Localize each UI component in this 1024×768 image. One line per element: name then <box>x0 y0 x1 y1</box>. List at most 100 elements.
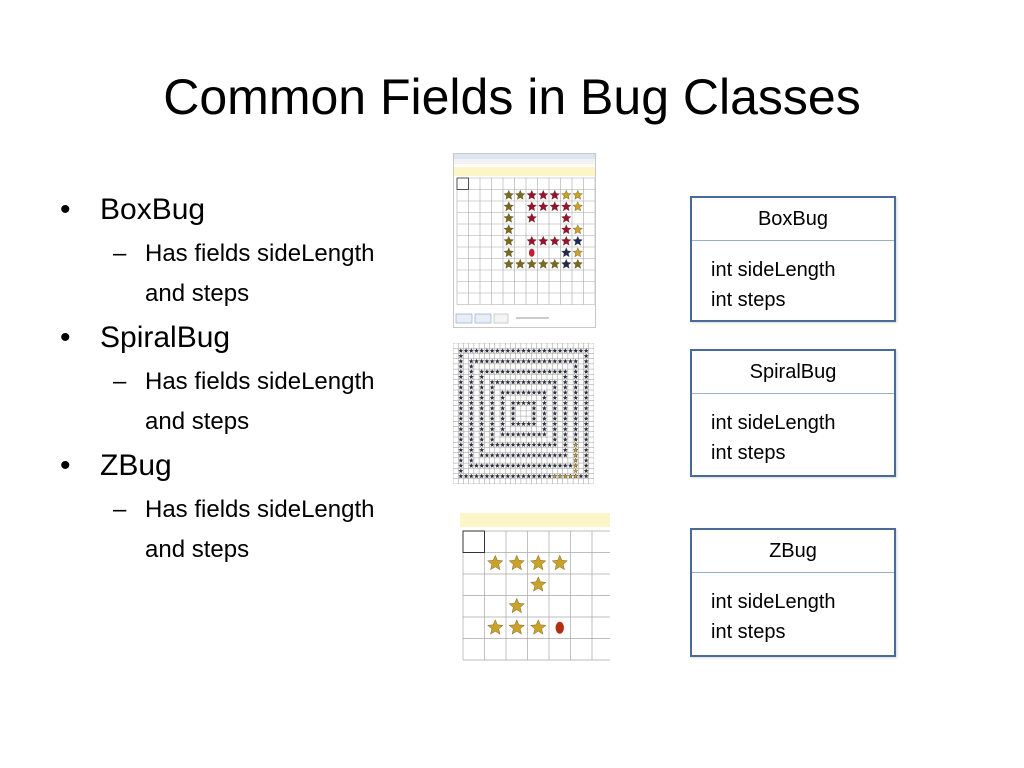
star-icon <box>541 395 547 400</box>
star-icon <box>489 389 495 395</box>
star-icon <box>458 389 464 395</box>
star-icon <box>468 379 474 385</box>
star-icon <box>552 395 558 400</box>
star-icon <box>468 374 474 380</box>
star-icon <box>500 395 506 400</box>
star-icon <box>463 348 469 353</box>
star-icon <box>515 463 521 468</box>
star-icon <box>521 473 526 479</box>
star-icon <box>489 379 495 385</box>
star-icon <box>547 348 553 353</box>
boxbug-screenshot <box>453 153 596 328</box>
star-icon <box>572 201 583 212</box>
star-icon <box>474 463 479 468</box>
star-icon <box>547 452 553 458</box>
star-icon <box>583 400 589 406</box>
star-icon <box>561 247 572 258</box>
star-icon <box>521 442 526 447</box>
star-icon <box>468 369 474 374</box>
star-icon <box>583 436 589 442</box>
class-fields: int sideLength int steps <box>692 573 894 647</box>
sub-bullet-line: Has fields sideLength <box>145 368 375 395</box>
star-icon <box>458 416 464 421</box>
bug-icon <box>528 248 535 257</box>
star-icon <box>487 554 504 571</box>
star-icon <box>562 463 568 468</box>
star-icon <box>468 416 474 421</box>
star-icon <box>549 189 560 200</box>
star-icon <box>568 473 573 479</box>
star-icon <box>474 348 479 353</box>
star-icon <box>557 473 563 479</box>
star-icon <box>552 358 558 364</box>
star-icon <box>573 395 579 400</box>
star-icon <box>458 369 464 374</box>
star-icon <box>505 452 511 458</box>
star-icon <box>573 463 579 468</box>
star-icon <box>510 442 516 447</box>
star-icon <box>521 400 526 406</box>
star-icon <box>573 452 579 458</box>
star-icon <box>479 447 485 453</box>
star-icon <box>468 410 474 416</box>
star-icon <box>479 452 485 458</box>
star-icon <box>463 473 469 479</box>
star-icon <box>557 463 563 468</box>
star-icon <box>468 463 474 468</box>
star-icon <box>547 369 553 374</box>
star-icon <box>552 410 558 416</box>
star-icon <box>536 358 542 364</box>
star-icon <box>521 348 526 353</box>
star-icon <box>489 426 495 432</box>
star-icon <box>573 363 579 369</box>
star-icon <box>468 348 474 353</box>
star-icon <box>526 348 532 353</box>
star-icon <box>541 463 547 468</box>
star-icon <box>503 235 514 246</box>
star-icon <box>468 390 474 395</box>
star-icon <box>568 358 573 364</box>
star-icon <box>503 247 514 258</box>
star-icon <box>547 473 553 479</box>
star-icon <box>458 358 464 364</box>
star-icon <box>500 426 506 432</box>
star-icon <box>531 463 537 468</box>
star-icon <box>521 379 526 385</box>
star-icon <box>500 379 506 385</box>
bullet-boxbug: BoxBug <box>60 190 450 230</box>
class-name: ZBug <box>692 530 894 573</box>
star-icon <box>531 348 537 353</box>
star-icon <box>468 442 474 447</box>
star-icon <box>510 358 516 364</box>
star-icon <box>510 416 516 421</box>
star-icon <box>552 452 558 458</box>
star-icon <box>561 258 572 269</box>
star-icon <box>521 390 526 395</box>
star-icon <box>557 452 563 458</box>
star-icon <box>526 431 532 437</box>
star-icon <box>562 421 568 427</box>
star-icon <box>541 452 547 458</box>
star-icon <box>536 463 542 468</box>
star-icon <box>526 201 537 212</box>
star-icon <box>515 473 521 479</box>
star-icon <box>479 410 485 416</box>
star-icon <box>536 348 542 353</box>
star-icon <box>468 473 474 479</box>
star-icon <box>526 463 532 468</box>
star-icon <box>494 369 500 374</box>
star-icon <box>561 212 572 223</box>
star-icon <box>541 400 547 406</box>
boxbug-grid-image <box>454 154 595 324</box>
star-icon <box>552 442 558 447</box>
star-icon <box>541 410 547 416</box>
star-icon <box>508 619 525 635</box>
class-fields: int sideLength int steps <box>692 394 894 468</box>
star-icon <box>468 431 474 437</box>
star-icon <box>515 442 521 447</box>
star-icon <box>515 189 526 200</box>
star-icon <box>494 452 500 458</box>
star-icon <box>573 431 579 437</box>
star-icon <box>531 452 537 458</box>
star-icon <box>521 421 526 427</box>
